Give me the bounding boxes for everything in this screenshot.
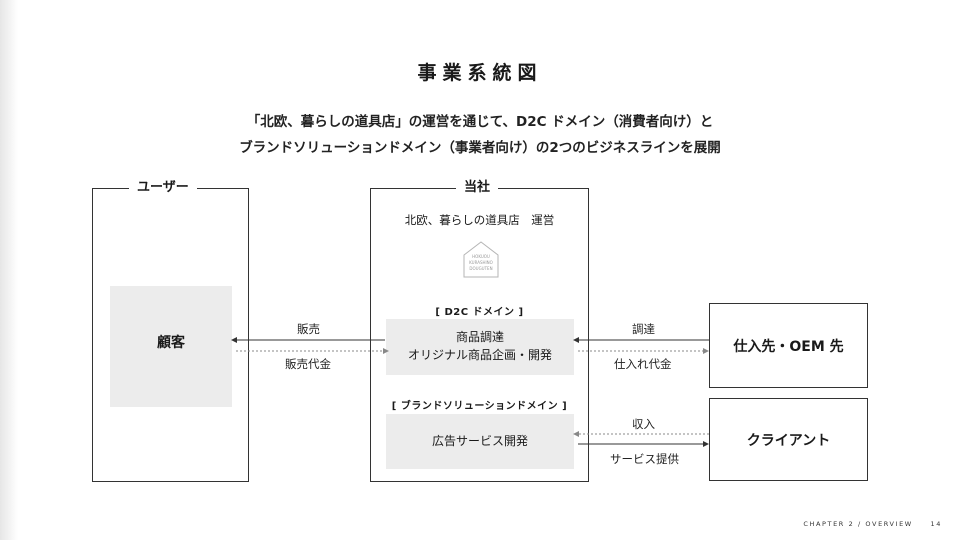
company-frame: 当社 北欧、暮らしの道具店 運営 HOKUOU KURASHINO DOUGUT… <box>370 179 589 482</box>
user-frame: ユーザー 顧客 <box>92 179 249 482</box>
d2c-line-2: オリジナル商品企画・開発 <box>407 348 552 362</box>
subtitle-line-2: ブランドソリューションドメイン（事業者向け）の2つのビジネスラインを展開 <box>239 140 721 156</box>
service-provision-arrowhead <box>703 441 709 447</box>
logo-text-line: DOUGUTEN <box>469 266 492 271</box>
d2c-line-1: 商品調達 <box>455 330 504 344</box>
d2c-domain-tag: [ D2C ドメイン ] <box>435 307 524 318</box>
chapter-label: CHAPTER 2 / OVERVIEW <box>803 520 913 528</box>
client-label: クライアント <box>746 432 831 449</box>
customer-label: 顧客 <box>157 335 185 351</box>
brand-solution-domain-tag: [ ブランドソリューションドメイン ] <box>391 401 568 412</box>
subtitle-line-1: 「北欧、暮らしの道具店」の運営を通じて、D2C ドメイン（消費者向け）と <box>246 114 714 130</box>
brand-line-1: 広告サービス開発 <box>431 434 528 448</box>
revenue-arrowhead <box>573 431 579 437</box>
store-caption: 北欧、暮らしの道具店 運営 <box>404 213 555 227</box>
footer: CHAPTER 2 / OVERVIEW 14 <box>803 520 942 528</box>
customer-box: 顧客 <box>110 286 232 407</box>
logo-text-line: HOKUOU <box>472 254 490 259</box>
service-provision-label: サービス提供 <box>610 452 679 466</box>
company-frame-label: 当社 <box>456 179 499 197</box>
sales-label: 販売 <box>297 322 320 336</box>
sales-arrowhead <box>231 337 237 343</box>
supplier-oem-box: 仕入先・OEM 先 <box>709 303 868 388</box>
sales-payment-label: 販売代金 <box>285 357 331 371</box>
brand-solution-domain-box: 広告サービス開発 <box>386 414 574 469</box>
store-logo-icon: HOKUOU KURASHINO DOUGUTEN <box>463 241 499 278</box>
sales-payment-arrowhead <box>383 348 389 354</box>
purchase-payment-label: 仕入れ代金 <box>614 357 672 371</box>
purchase-payment-arrowhead <box>703 348 709 354</box>
page-number: 14 <box>930 520 942 528</box>
client-box: クライアント <box>709 398 868 481</box>
procurement-label: 調達 <box>632 322 655 336</box>
user-frame-label: ユーザー <box>129 179 197 197</box>
revenue-label: 収入 <box>632 417 655 431</box>
procurement-arrowhead <box>573 337 579 343</box>
supplier-oem-label: 仕入先・OEM 先 <box>733 338 844 355</box>
logo-text-line: KURASHINO <box>469 260 493 265</box>
page-title: 事業系統図 <box>417 62 543 84</box>
page-edge-shadow <box>0 0 18 540</box>
d2c-domain-box: 商品調達 オリジナル商品企画・開発 <box>386 319 574 375</box>
